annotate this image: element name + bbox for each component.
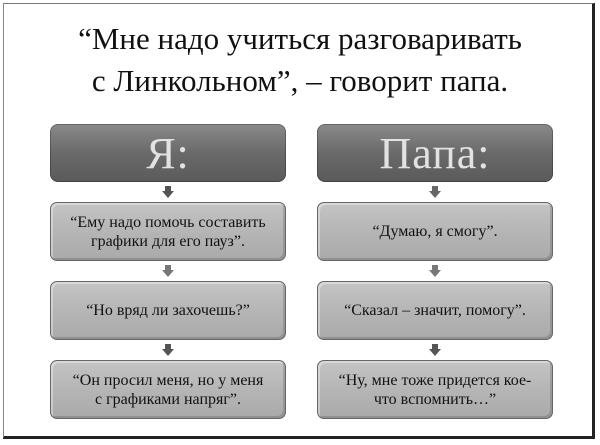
list-item: “Сказал – значит, помогу”. [317, 281, 553, 340]
item-text-line: с графиками напряг”. [94, 390, 242, 408]
down-arrow-icon [50, 261, 286, 281]
item-text-line: “Но вряд ли захочешь?” [86, 302, 250, 319]
list-item: “Но вряд ли захочешь?” [50, 281, 286, 340]
slide-title: “Мне надо учиться разговаривать с Линкол… [0, 18, 600, 102]
down-arrow-icon [317, 261, 553, 281]
title-line-1: “Мне надо учиться разговаривать [78, 21, 522, 56]
list-item: “Ему надо помочь составить графики для е… [50, 202, 286, 261]
column-header-me: Я: [50, 124, 286, 182]
item-text-line: что вспомнить…” [373, 390, 497, 408]
column-me: Я: “Ему надо помочь составить графики дл… [50, 124, 286, 419]
down-arrow-icon [50, 340, 286, 360]
list-item: “Думаю, я смогу”. [317, 202, 553, 261]
list-item: “Ну, мне тоже придется кое- что вспомнит… [317, 360, 553, 419]
item-text-line: “Ну, мне тоже придется кое- [338, 371, 532, 389]
item-text-line: “Думаю, я смогу”. [372, 223, 498, 240]
column-dad: Папа: “Думаю, я смогу”. “Сказал – значит… [317, 124, 553, 419]
column-header-dad: Папа: [317, 124, 553, 182]
item-text-line: “Ему надо помочь составить [70, 213, 266, 231]
down-arrow-icon [317, 340, 553, 360]
item-text-line: графики для его пауз”. [91, 232, 245, 250]
down-arrow-icon [50, 182, 286, 202]
item-text-line: “Он просил меня, но у меня [72, 371, 264, 389]
list-item: “Он просил меня, но у меня с графиками н… [50, 360, 286, 419]
title-line-2: с Линкольном”, – говорит папа. [91, 63, 509, 98]
down-arrow-icon [317, 182, 553, 202]
item-text-line: “Сказал – значит, помогу”. [344, 302, 526, 319]
